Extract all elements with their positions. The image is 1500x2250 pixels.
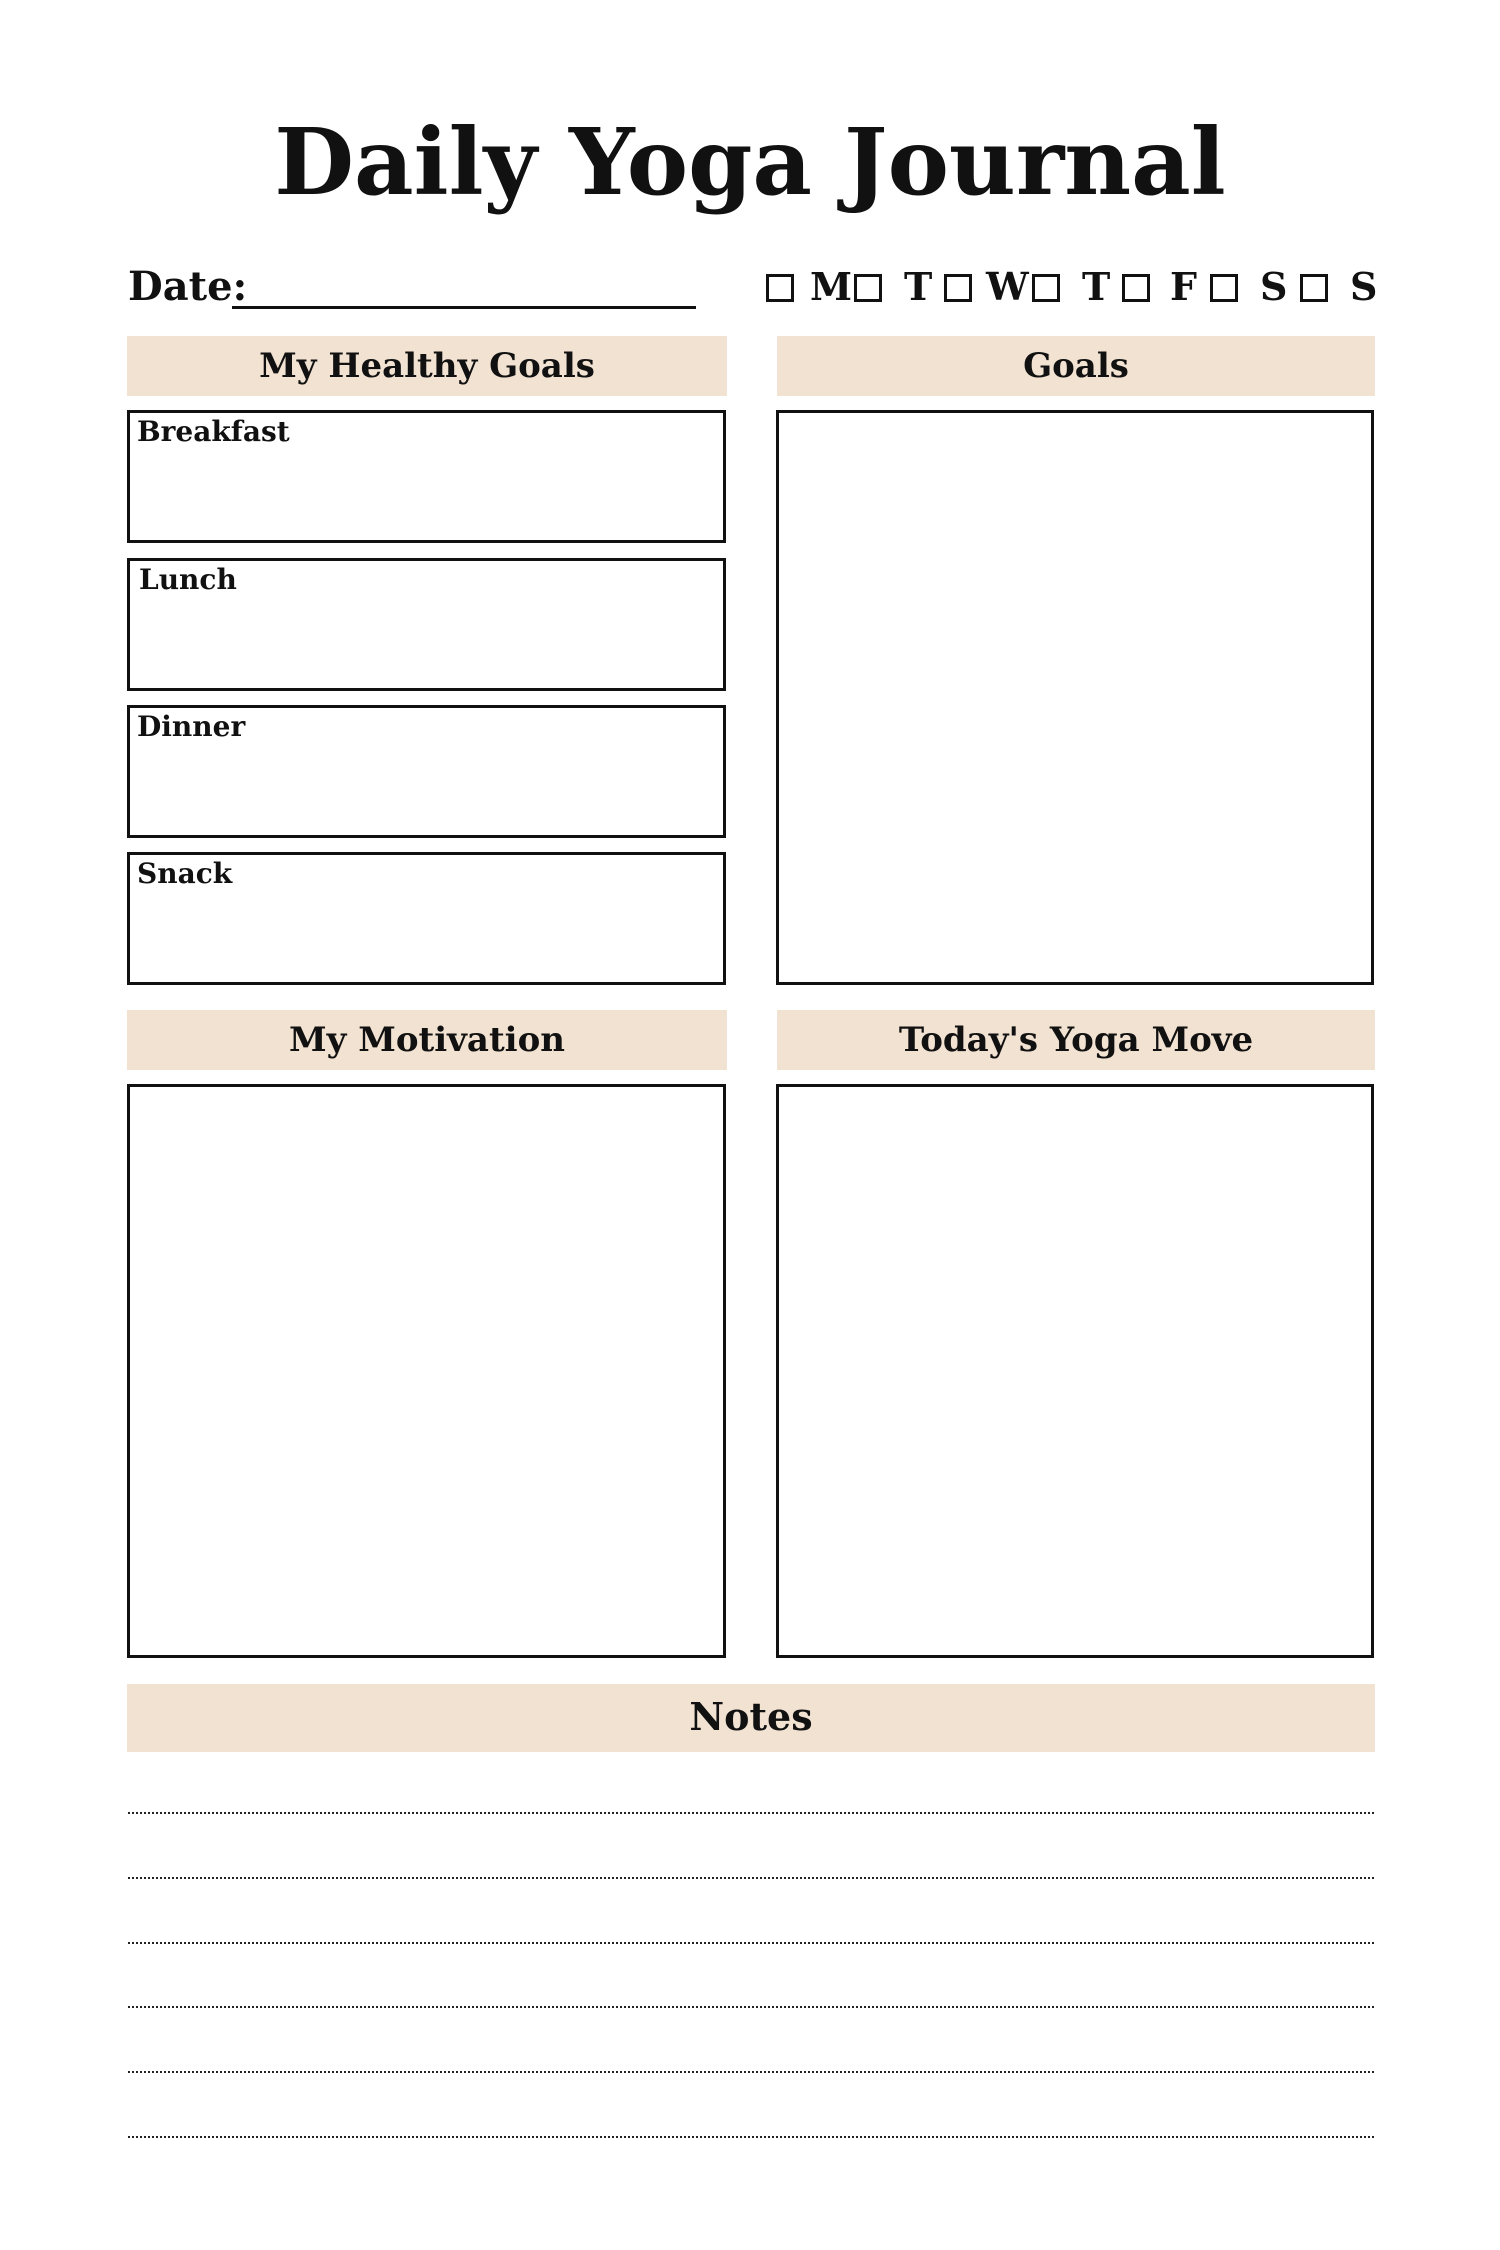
healthy-goals-header: My Healthy Goals [127,336,727,396]
motivation-box[interactable] [127,1084,726,1658]
date-label: Date: [128,263,248,310]
day-checkbox-1[interactable] [766,274,794,302]
dinner-box[interactable]: Dinner [127,705,726,838]
day-label-7: S [1350,264,1378,309]
page-title: Daily Yoga Journal [274,108,1226,216]
note-line[interactable] [128,1877,1374,1879]
lunch-label: Lunch [139,563,237,596]
weekday-checklist: M T W T F S S [0,262,1500,314]
day-label-5: F [1170,264,1197,309]
goals-header: Goals [777,336,1375,396]
day-checkbox-2[interactable] [854,274,882,302]
note-line[interactable] [128,2071,1374,2073]
date-input-line[interactable] [232,306,696,309]
snack-label: Snack [137,857,233,890]
note-line[interactable] [128,2006,1374,2008]
day-label-3: W [986,264,1029,309]
dinner-label: Dinner [137,710,246,743]
day-checkbox-5[interactable] [1122,274,1150,302]
lunch-box[interactable]: Lunch [127,558,726,691]
breakfast-box[interactable]: Breakfast [127,410,726,543]
day-checkbox-4[interactable] [1032,274,1060,302]
day-label-1: M [810,264,853,309]
day-label-4: T [1082,264,1111,309]
snack-box[interactable]: Snack [127,852,726,985]
note-line[interactable] [128,1812,1374,1814]
day-checkbox-3[interactable] [944,274,972,302]
day-checkbox-6[interactable] [1210,274,1238,302]
yoga-move-header: Today's Yoga Move [777,1010,1375,1070]
note-line[interactable] [128,1942,1374,1944]
note-line[interactable] [128,2136,1374,2138]
day-label-2: T [904,264,933,309]
day-checkbox-7[interactable] [1300,274,1328,302]
goals-box[interactable] [776,410,1374,985]
day-label-6: S [1260,264,1288,309]
notes-header: Notes [127,1684,1375,1752]
motivation-header: My Motivation [127,1010,727,1070]
breakfast-label: Breakfast [137,415,290,448]
yoga-move-box[interactable] [776,1084,1374,1658]
